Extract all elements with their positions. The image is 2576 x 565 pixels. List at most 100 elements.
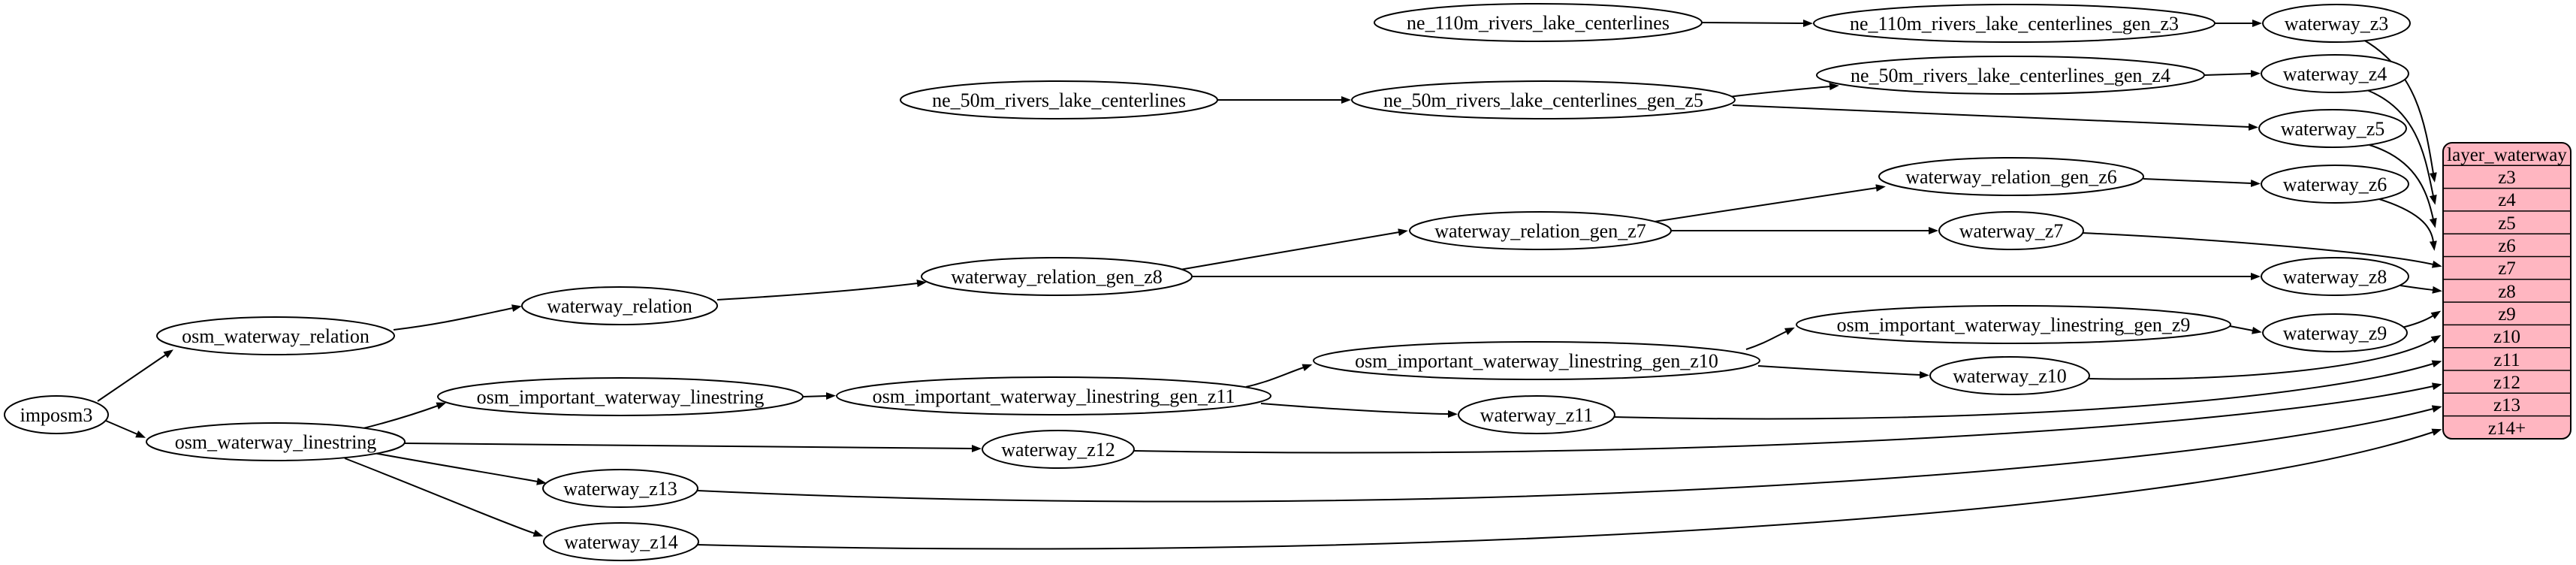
node-waterway_z3-label: waterway_z3 [2285, 13, 2389, 35]
table-row-z11: z11 [2493, 350, 2520, 370]
table-row-z8: z8 [2498, 282, 2516, 302]
edge-waterway_z8-to-row-z8 [2400, 285, 2442, 294]
node-waterway_z14-shape [543, 522, 699, 561]
table-row-z12: z12 [2493, 373, 2520, 393]
node-waterway_z8: waterway_z8 [2261, 257, 2409, 296]
node-osm_waterway_relation: osm_waterway_relation [156, 316, 395, 355]
edge-waterway_z13-to-row-z13 [697, 405, 2442, 503]
node-waterway_relation-label: waterway_relation [547, 295, 692, 317]
node-waterway_z13: waterway_z13 [542, 469, 698, 508]
edge-imposm3-to-osm_waterway_linestring [105, 420, 146, 438]
node-osm_important_waterway_linestring-shape [437, 377, 804, 416]
node-ne_110m_rivers_lake_centerlines-shape [1374, 3, 1703, 42]
edge-waterway_z10-to-row-z10 [2088, 334, 2442, 380]
node-waterway_z6: waterway_z6 [2261, 165, 2409, 204]
node-osm_important_waterway_linestring-label: osm_important_waterway_linestring [477, 386, 765, 408]
node-imposm3-label: imposm3 [20, 404, 93, 426]
node-osm_waterway_relation-label: osm_waterway_relation [182, 325, 370, 347]
node-waterway_z10-label: waterway_z10 [1953, 365, 2067, 387]
node-ne_110m_rivers_lake_centerlines_gen_z3-label: ne_110m_rivers_lake_centerlines_gen_z3 [1850, 13, 2179, 35]
edge-osm_waterway_linestring-to-waterway_z13 [373, 452, 547, 485]
node-ne_110m_rivers_lake_centerlines: ne_110m_rivers_lake_centerlines [1374, 3, 1703, 42]
node-waterway_z13-shape [542, 469, 698, 508]
node-waterway_z5-shape [2258, 109, 2407, 148]
edge-imposm3-to-osm_waterway_relation [97, 349, 173, 402]
table-title: layer_waterway [2447, 145, 2567, 165]
table-row-z7: z7 [2498, 258, 2516, 279]
edge-waterway_z11-to-row-z11 [1613, 360, 2442, 420]
edge-gen_z4-to-waterway_z4 [2203, 70, 2261, 78]
node-osm_important_waterway_linestring_gen_z9-label: osm_important_waterway_linestring_gen_z9 [1837, 314, 2191, 336]
node-osm_important_waterway_linestring_gen_z10-shape [1313, 341, 1760, 380]
node-waterway_z12-label: waterway_z12 [1001, 439, 1115, 461]
node-waterway_relation_gen_z8-label: waterway_relation_gen_z8 [951, 266, 1163, 288]
edge-waterway_z3-to-row-z3 [2363, 39, 2437, 183]
node-waterway_z7-shape [1938, 211, 2084, 250]
table-row-z14plus: z14+ [2488, 418, 2526, 439]
node-osm_important_waterway_linestring_gen_z10-label: osm_important_waterway_linestring_gen_z1… [1355, 350, 1718, 372]
node-ne_50m_rivers_lake_centerlines_gen_z5-shape [1351, 80, 1736, 119]
node-waterway_relation_gen_z7-shape [1409, 211, 1672, 250]
node-waterway_z13-label: waterway_z13 [563, 478, 677, 500]
node-ne_50m_rivers_lake_centerlines_gen_z4-label: ne_50m_rivers_lake_centerlines_gen_z4 [1851, 65, 2170, 86]
node-waterway_relation: waterway_relation [521, 286, 718, 325]
edge-gen_z8-to-gen_z7 [1179, 228, 1408, 270]
table-row-z5: z5 [2498, 213, 2516, 234]
node-waterway_z14-label: waterway_z14 [564, 531, 678, 553]
node-waterway_relation_gen_z6-label: waterway_relation_gen_z6 [1905, 166, 2117, 188]
edge-gen_z5-to-waterway_z5 [1732, 104, 2258, 131]
edge-layer [97, 19, 2442, 550]
edge-waterway_z5-to-row-z5 [2369, 144, 2437, 228]
edge-gen_z5-to-gen_z4 [1728, 83, 1839, 98]
node-waterway_z5: waterway_z5 [2258, 109, 2407, 148]
node-waterway_z7-label: waterway_z7 [1959, 220, 2064, 242]
edge-gen_z6-to-waterway_z6 [2143, 178, 2261, 187]
node-waterway_relation_gen_z8: waterway_relation_gen_z8 [921, 257, 1193, 296]
edge-waterway_z14-to-row-z14 [696, 428, 2442, 550]
node-waterway_z3: waterway_z3 [2262, 4, 2411, 43]
node-waterway_z3-shape [2262, 4, 2411, 43]
edge-waterway_relation-to-gen_z8 [716, 279, 927, 301]
node-waterway_z12-shape [982, 430, 1135, 469]
node-osm_important_waterway_linestring_gen_z11-shape [836, 376, 1271, 415]
table-row-z13: z13 [2493, 395, 2520, 415]
table-row-z10: z10 [2493, 327, 2520, 347]
node-waterway_z8-label: waterway_z8 [2283, 266, 2387, 288]
node-waterway_z8-shape [2261, 257, 2409, 296]
node-osm_important_waterway_linestring_gen_z11: osm_important_waterway_linestring_gen_z1… [836, 376, 1271, 415]
node-waterway_z14: waterway_z14 [543, 522, 699, 561]
node-ne_50m_rivers_lake_centerlines_gen_z5-label: ne_50m_rivers_lake_centerlines_gen_z5 [1383, 89, 1703, 111]
layer-waterway-table-frame [2442, 142, 2571, 440]
node-waterway_z6-shape [2261, 165, 2409, 204]
edge-waterway_z6-to-row-z6 [2378, 198, 2437, 251]
edge-waterway_z12-to-row-z12 [1133, 382, 2442, 454]
node-imposm3-shape [4, 395, 109, 434]
node-waterway_z11-label: waterway_z11 [1480, 404, 1594, 426]
node-waterway_z7: waterway_z7 [1938, 211, 2084, 250]
node-osm_important_waterway_linestring_gen_z9: osm_important_waterway_linestring_gen_z9 [1796, 305, 2231, 344]
node-osm_waterway_linestring-label: osm_waterway_linestring [175, 431, 377, 453]
node-ne_110m_rivers_lake_centerlines-label: ne_110m_rivers_lake_centerlines [1407, 12, 1670, 34]
node-waterway_z5-label: waterway_z5 [2281, 118, 2385, 140]
node-ne_50m_rivers_lake_centerlines_gen_z5: ne_50m_rivers_lake_centerlines_gen_z5 [1351, 80, 1736, 119]
node-waterway_relation_gen_z7-label: waterway_relation_gen_z7 [1434, 220, 1646, 242]
table-row-z3: z3 [2498, 168, 2516, 188]
edge-osm_waterway_relation-to-waterway_relation [393, 304, 522, 331]
edge-gen_z11-to-gen_z10 [1245, 364, 1313, 388]
edge-gen_z7-to-gen_z6 [1654, 184, 1886, 222]
node-waterway_z9-shape [2262, 313, 2408, 352]
node-waterway_z11: waterway_z11 [1458, 395, 1615, 434]
edge-osm_waterway_linestring-to-waterway_z14 [344, 458, 544, 537]
node-imposm3: imposm3 [4, 395, 109, 434]
node-osm_waterway_linestring: osm_waterway_linestring [146, 422, 406, 461]
node-osm_important_waterway_linestring: osm_important_waterway_linestring [437, 377, 804, 416]
table-row-z6: z6 [2498, 236, 2516, 256]
node-ne_50m_rivers_lake_centerlines-label: ne_50m_rivers_lake_centerlines [932, 89, 1186, 111]
layer-waterway-table: layer_waterway z3 z4 z5 z6 z7 z8 z9 z10 … [2442, 142, 2571, 440]
edge-gen_z10-to-waterway_z10 [1757, 365, 1929, 379]
node-waterway_relation_gen_z8-shape [921, 257, 1193, 296]
node-osm_important_waterway_linestring_gen_z10: osm_important_waterway_linestring_gen_z1… [1313, 341, 1760, 380]
node-osm_important_waterway_linestring_gen_z11-label: osm_important_waterway_linestring_gen_z1… [873, 385, 1235, 407]
